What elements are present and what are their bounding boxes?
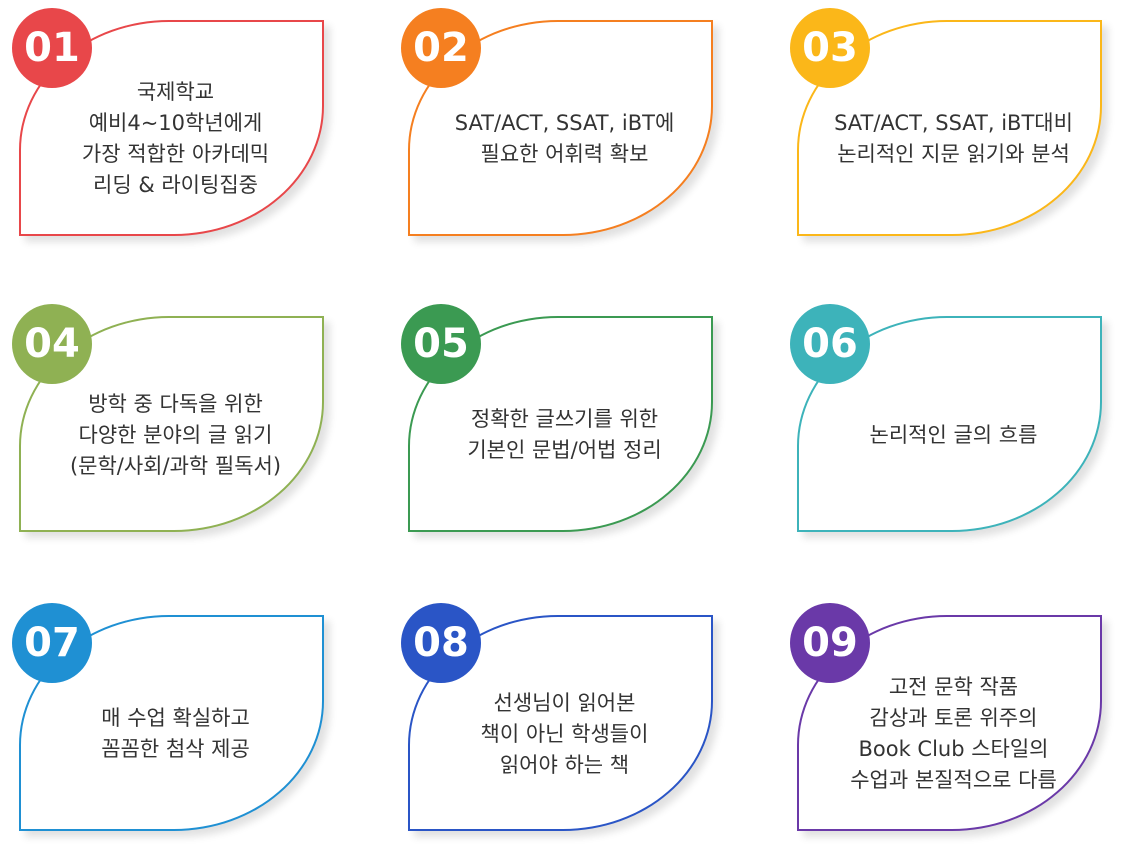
card-text: 선생님이 읽어본 책이 아닌 학생들이 읽어야 하는 책 xyxy=(422,649,707,819)
card-text-line: 다양한 분야의 글 읽기 xyxy=(78,422,273,447)
card-text: 정확한 글쓰기를 위한 기본인 문법/어법 정리 xyxy=(422,350,707,520)
card-number-badge: 06 xyxy=(790,304,870,384)
card-text-line: 리딩 & 라이팅집중 xyxy=(93,173,258,197)
card-text-line: 매 수업 확실하고 xyxy=(101,706,250,730)
card-text: SAT/ACT, SSAT, iBT에 필요한 어휘력 확보 xyxy=(422,54,707,224)
card-text-line: 정확한 글쓰기를 위한 xyxy=(470,407,659,431)
card-text-line: 수업과 본질적으로 다름 xyxy=(850,768,1057,792)
card-text-line: 예비4~10학년에게 xyxy=(88,111,263,135)
feature-card-05: 05 정확한 글쓰기를 위한 기본인 문법/어법 정리 xyxy=(401,304,713,532)
card-number-badge: 07 xyxy=(12,603,92,683)
card-number-badge: 01 xyxy=(12,8,92,88)
card-text-line: 기본인 문법/어법 정리 xyxy=(467,438,662,462)
card-text: 논리적인 글의 흐름 xyxy=(811,350,1096,520)
card-text-line: SAT/ACT, SSAT, iBT에 xyxy=(454,111,675,135)
card-text-line: 책이 아닌 학생들이 xyxy=(480,721,649,746)
card-text: 고전 문학 작품 감상과 토론 위주의 Book Club 스타일의 수업과 본… xyxy=(811,649,1096,819)
card-text-line: 필요한 어휘력 확보 xyxy=(480,142,649,166)
feature-card-04: 04 방학 중 다독을 위한 다양한 분야의 글 읽기 (문학/사회/과학 필독… xyxy=(12,304,324,532)
feature-card-08: 08 선생님이 읽어본 책이 아닌 학생들이 읽어야 하는 책 xyxy=(401,603,713,831)
card-number-badge: 09 xyxy=(790,603,870,683)
feature-card-06: 06 논리적인 글의 흐름 xyxy=(790,304,1102,532)
card-text-line: Book Club 스타일의 xyxy=(858,737,1049,761)
feature-card-07: 07 매 수업 확실하고 꼼꼼한 첨삭 제공 xyxy=(12,603,324,831)
card-number-badge: 08 xyxy=(401,603,481,683)
card-number-badge: 05 xyxy=(401,304,481,384)
card-text-line: 논리적인 지문 읽기와 분석 xyxy=(837,142,1070,166)
card-number-badge: 04 xyxy=(12,304,92,384)
card-text: SAT/ACT, SSAT, iBT대비 논리적인 지문 읽기와 분석 xyxy=(811,54,1096,224)
card-text-line: 감상과 토론 위주의 xyxy=(869,706,1038,730)
card-text-line: 논리적인 글의 흐름 xyxy=(869,422,1038,447)
card-text-line: SAT/ACT, SSAT, iBT대비 xyxy=(834,111,1073,135)
card-text: 방학 중 다독을 위한 다양한 분야의 글 읽기 (문학/사회/과학 필독서) xyxy=(33,350,318,520)
feature-card-01: 01 국제학교 예비4~10학년에게 가장 적합한 아카데믹 리딩 & 라이팅집… xyxy=(12,8,324,236)
card-text: 매 수업 확실하고 꼼꼼한 첨삭 제공 xyxy=(33,649,318,819)
card-text-line: (문학/사회/과학 필독서) xyxy=(69,453,282,478)
card-text-line: 국제학교 xyxy=(136,80,215,104)
card-number-badge: 03 xyxy=(790,8,870,88)
card-number-badge: 02 xyxy=(401,8,481,88)
card-text: 국제학교 예비4~10학년에게 가장 적합한 아카데믹 리딩 & 라이팅집중 xyxy=(33,54,318,224)
card-text-line: 고전 문학 작품 xyxy=(888,675,1019,699)
card-text-line: 읽어야 하는 책 xyxy=(499,752,630,777)
feature-card-03: 03 SAT/ACT, SSAT, iBT대비 논리적인 지문 읽기와 분석 xyxy=(790,8,1102,236)
feature-card-02: 02 SAT/ACT, SSAT, iBT에 필요한 어휘력 확보 xyxy=(401,8,713,236)
card-text-line: 꼼꼼한 첨삭 제공 xyxy=(101,737,250,761)
card-text-line: 방학 중 다독을 위한 xyxy=(88,391,263,416)
card-text-line: 가장 적합한 아카데믹 xyxy=(81,142,270,166)
card-text-line: 선생님이 읽어본 xyxy=(493,690,636,715)
feature-card-09: 09 고전 문학 작품 감상과 토론 위주의 Book Club 스타일의 수업… xyxy=(790,603,1102,831)
